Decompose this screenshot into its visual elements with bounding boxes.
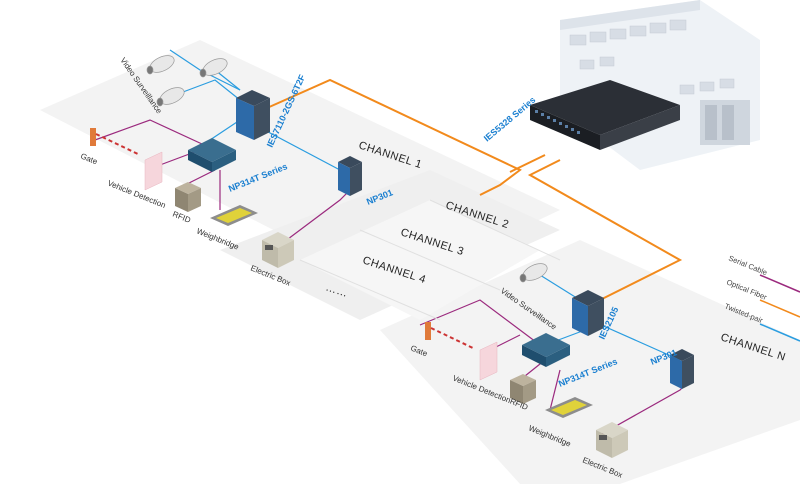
edge-switch-n[interactable]: [572, 290, 604, 336]
weighbridge-icon: [545, 397, 593, 418]
gate-icon: [425, 322, 476, 350]
rfid-label-1: RFID: [171, 210, 192, 225]
gate-icon: [90, 128, 141, 156]
channel-dividers: [299, 199, 561, 321]
camera-icons: [146, 55, 548, 283]
vehicle-detection-icon: [479, 341, 498, 381]
floor-mid: [300, 200, 540, 320]
vehicle-detection-icons: [144, 151, 498, 381]
serial-server-n[interactable]: [670, 349, 694, 389]
camera-icon: [156, 87, 185, 107]
device-server-n[interactable]: [522, 333, 570, 367]
gate-label-1: Gate: [79, 152, 99, 167]
rfid-icon: [510, 374, 536, 404]
device-server-1[interactable]: [188, 138, 236, 172]
core-switch[interactable]: [530, 80, 680, 150]
camera-icon: [146, 55, 175, 75]
camera-icon: [519, 263, 548, 283]
electric-box-icon: [596, 422, 628, 458]
core-switch-label: IES5328 Series: [482, 95, 538, 144]
serial-server-1[interactable]: [338, 156, 362, 196]
gate-icons: [90, 128, 476, 350]
edge-switch-1[interactable]: [236, 90, 270, 140]
rfid-icons: [175, 182, 536, 404]
legend-line-twisted: [759, 323, 800, 342]
electric-box-icon: [262, 232, 294, 268]
weighbridge-icons: [210, 205, 593, 418]
floor-channel-n: [380, 240, 800, 484]
legend-label-fiber: Optical Fiber: [725, 278, 768, 302]
legend-line-serial: [759, 274, 800, 293]
electric-box-icons: [262, 232, 628, 458]
weighbridge-icon: [210, 205, 258, 226]
legend-label-serial: Serial Cable: [727, 254, 768, 278]
legend-line-fiber: [759, 299, 800, 318]
rfid-icon: [175, 182, 201, 212]
optical-fiber-links: [257, 78, 683, 301]
weighbridge-label-1: Weighbridge: [195, 227, 240, 252]
camera-icon: [199, 58, 228, 78]
vehicle-detection-icon: [144, 151, 163, 191]
